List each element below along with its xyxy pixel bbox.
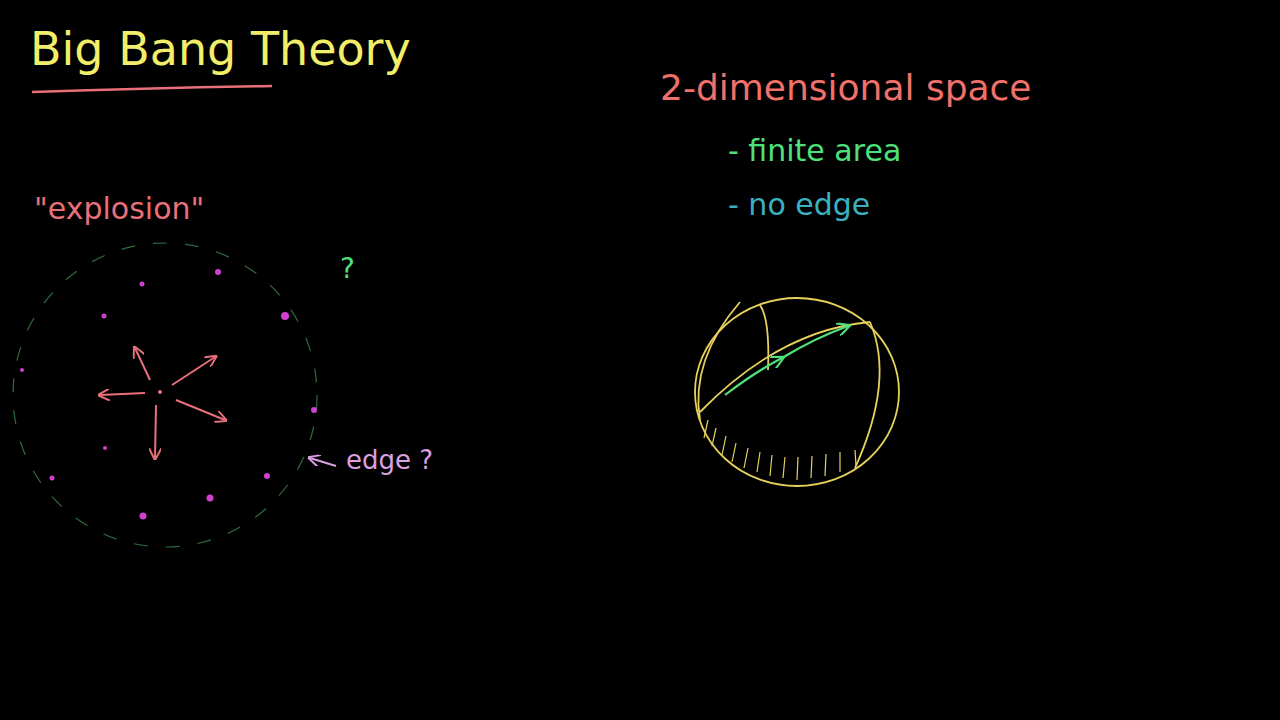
question-mark: ? <box>340 254 355 285</box>
finite-area-note: - finite area <box>728 134 901 167</box>
expansion-arrows <box>100 348 225 458</box>
title: Big Bang Theory <box>30 24 411 75</box>
path-arrow <box>725 326 848 395</box>
title-underline <box>32 86 272 92</box>
space-heading: 2-dimensional space <box>660 68 1032 108</box>
no-edge-note: - no edge <box>728 188 870 221</box>
leader-arrow <box>310 458 336 466</box>
explosion-label: "explosion" <box>34 192 204 225</box>
sphere <box>695 298 899 486</box>
expansion-circle <box>13 243 317 547</box>
edge-label: edge ? <box>346 446 433 475</box>
matter-dots <box>20 269 317 520</box>
